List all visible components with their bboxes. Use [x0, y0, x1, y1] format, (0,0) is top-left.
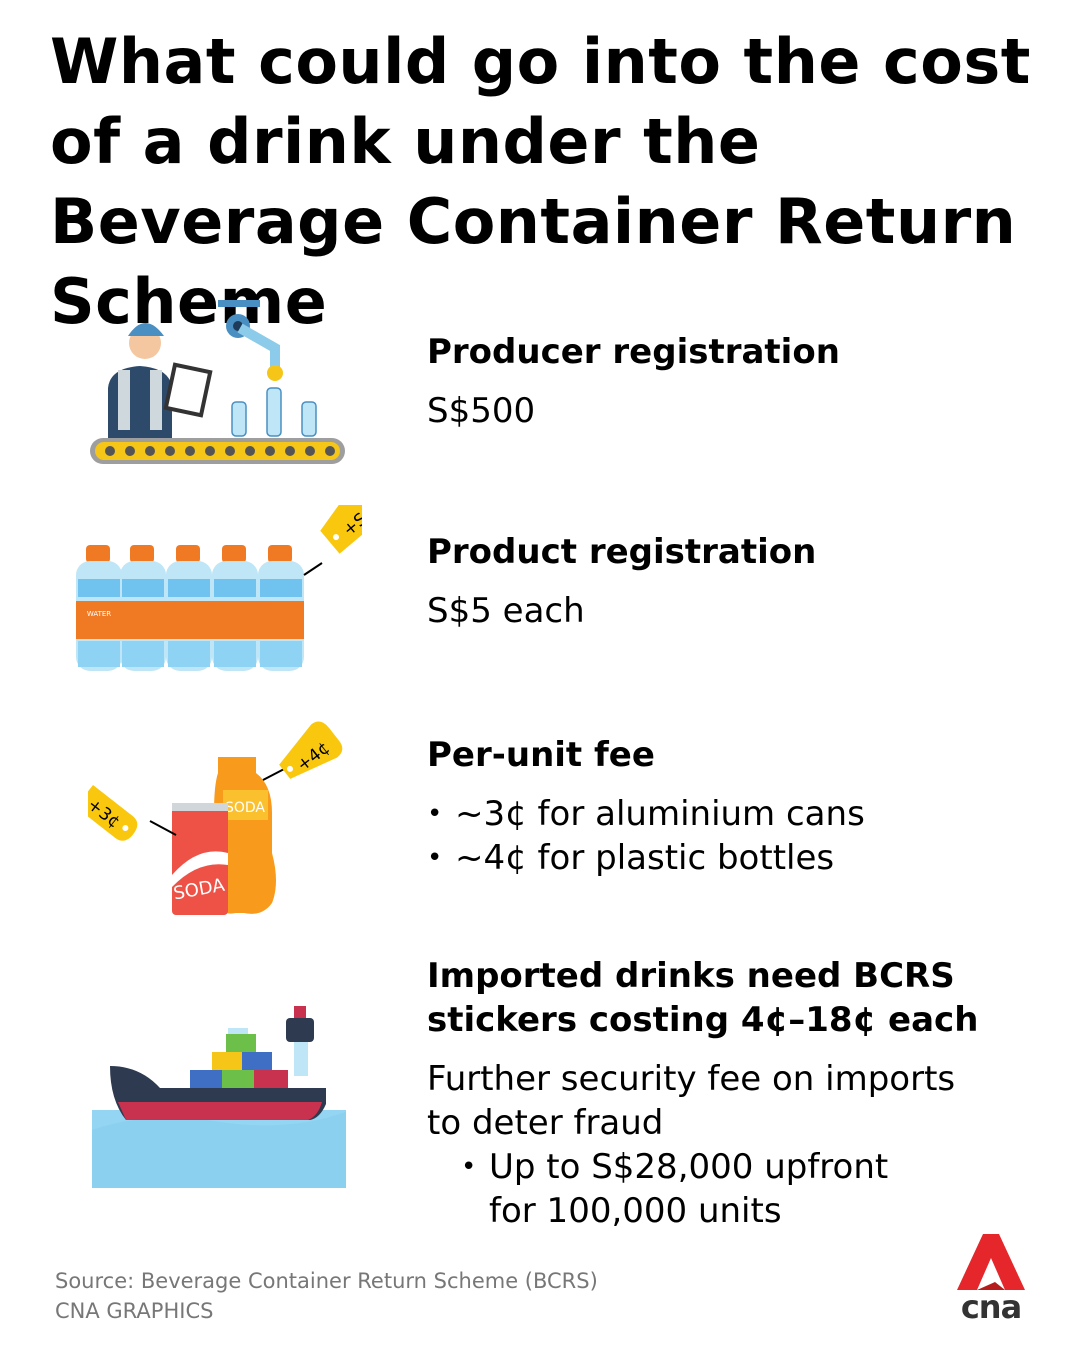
section-heading: Per-unit fee: [427, 735, 655, 775]
section-value: S$5 each: [427, 591, 585, 631]
fee-list: ~3¢ for aluminium cans ~4¢ for plastic b…: [427, 792, 1047, 880]
section-per-unit-fee: Per-unit fee ~3¢ for aluminium cans ~4¢ …: [427, 733, 1047, 880]
producer-illustration: [90, 300, 345, 464]
list-item: ~3¢ for aluminium cans: [427, 792, 1047, 836]
section-value: S$500: [427, 391, 536, 431]
section-body: Further security fee on imports to deter…: [427, 1059, 956, 1143]
section-product-registration: Product registration S$5 each: [427, 530, 1047, 633]
source-text: Source: Beverage Container Return Scheme…: [55, 1269, 598, 1293]
list-item: ~4¢ for plastic bottles: [427, 836, 1047, 880]
section-imported-drinks: Imported drinks need BCRS stickers costi…: [427, 954, 987, 1233]
cna-logo: cna: [957, 1234, 1025, 1324]
section-producer-registration: Producer registration S$500: [427, 330, 1047, 433]
per-unit-illustration: SODA SODA +3¢ +4¢: [88, 721, 343, 915]
section-heading: Product registration: [427, 532, 817, 572]
section-heading: Producer registration: [427, 332, 840, 372]
page-title: What could go into the cost of a drink u…: [50, 25, 1031, 338]
ship-illustration: [92, 1006, 346, 1188]
import-fee-list: Up to S$28,000 upfront for 100,000 units: [461, 1145, 901, 1233]
product-illustration: WATER +S$5: [76, 505, 362, 671]
bottle-label: WATER: [87, 610, 111, 618]
section-heading: Imported drinks need BCRS stickers costi…: [427, 956, 979, 1040]
bottle-label: SODA: [225, 800, 265, 816]
list-item: Up to S$28,000 upfront for 100,000 units: [461, 1145, 901, 1233]
credit-text: CNA GRAPHICS: [55, 1299, 214, 1323]
footer-source: Source: Beverage Container Return Scheme…: [55, 1266, 598, 1326]
svg-text:cna: cna: [961, 1288, 1021, 1324]
